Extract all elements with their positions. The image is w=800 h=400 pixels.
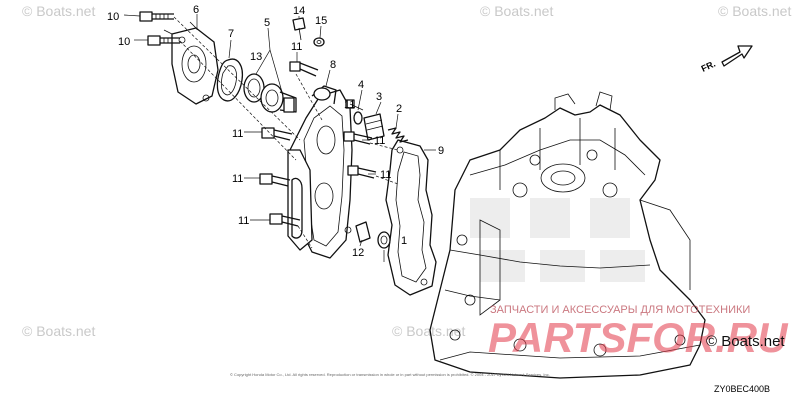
part-6-cover [163, 21, 219, 105]
bolt-10-top [139, 11, 174, 22]
watermark-top-left: © Boats.net [22, 3, 95, 19]
part-12-dowel [355, 221, 371, 243]
part-7-gasket [216, 58, 244, 102]
callout-11-a: 11 [232, 128, 243, 140]
bolt-11-b [259, 173, 291, 187]
diagram-code: ZY0BEC400B [714, 384, 770, 394]
callouts: 10 10 6 7 5 13 14 11 15 8 4 11 3 2 9 11 … [107, 4, 444, 259]
watermark-top-center: © Boats.net [480, 3, 553, 19]
fr-direction-marker: FR. [700, 45, 753, 74]
part-14-bolt [292, 17, 306, 41]
watermark-top-right: © Boats.net [718, 3, 791, 19]
part-1-seal [377, 231, 391, 249]
brand-logo: PARTSFOR.RU [488, 314, 789, 361]
callout-13: 13 [250, 51, 262, 63]
ghost-lettering [470, 198, 645, 282]
engine-block [429, 91, 706, 379]
callout-10-lower: 10 [118, 36, 130, 48]
watermark-bottom-left: © Boats.net [22, 323, 95, 339]
bolt-10-lower [147, 35, 180, 46]
watermark-bottom-center: © Boats.net [392, 323, 465, 339]
part-2-spring [387, 127, 409, 143]
callout-5: 5 [264, 17, 270, 29]
callout-8: 8 [330, 59, 336, 71]
callout-11-c: 11 [238, 215, 249, 227]
fr-label: FR. [700, 59, 717, 74]
callout-9: 9 [438, 145, 444, 157]
part-9-gasket [385, 139, 437, 296]
callout-2: 2 [396, 103, 402, 115]
callout-14: 14 [293, 5, 305, 17]
bolt-11-d [343, 131, 373, 145]
leader-lines [123, 14, 436, 262]
fr-arrow-icon [721, 45, 753, 67]
part-5-thermostat [260, 83, 297, 113]
callout-12: 12 [352, 247, 364, 259]
brand-subtitle: ЗАПЧАСТИ И АКСЕССУАРЫ ДЛЯ МОТОТЕХНИКИ [490, 304, 750, 316]
bolt-11-c [269, 213, 301, 227]
bolt-11-top [289, 61, 319, 77]
bolt-11-a [261, 127, 293, 141]
callout-15: 15 [315, 15, 327, 27]
copyright-boats-net: © Boats.net [706, 333, 785, 350]
callout-1: 1 [401, 235, 407, 247]
part-15-washer [313, 37, 325, 47]
callout-6: 6 [193, 4, 199, 16]
part-3-valve [363, 113, 385, 141]
part-4-washer [353, 111, 363, 125]
callout-10-top: 10 [107, 11, 119, 23]
bolt-11-e [347, 165, 377, 179]
brand-overlay: ЗАПЧАСТИ И АКСЕССУАРЫ ДЛЯ МОТОТЕХНИКИ PA… [488, 304, 789, 361]
callout-11-d: 11 [374, 135, 385, 147]
callout-11-e: 11 [380, 169, 391, 181]
callout-11-mid: 11 [344, 99, 355, 111]
callout-3: 3 [376, 91, 382, 103]
fine-print: © Copyright Honda Motor Co., Ltd. All ri… [230, 372, 550, 377]
callout-7: 7 [228, 28, 234, 40]
callout-11-top: 11 [291, 41, 302, 53]
callout-11-b: 11 [232, 173, 243, 185]
callout-4: 4 [358, 79, 364, 91]
